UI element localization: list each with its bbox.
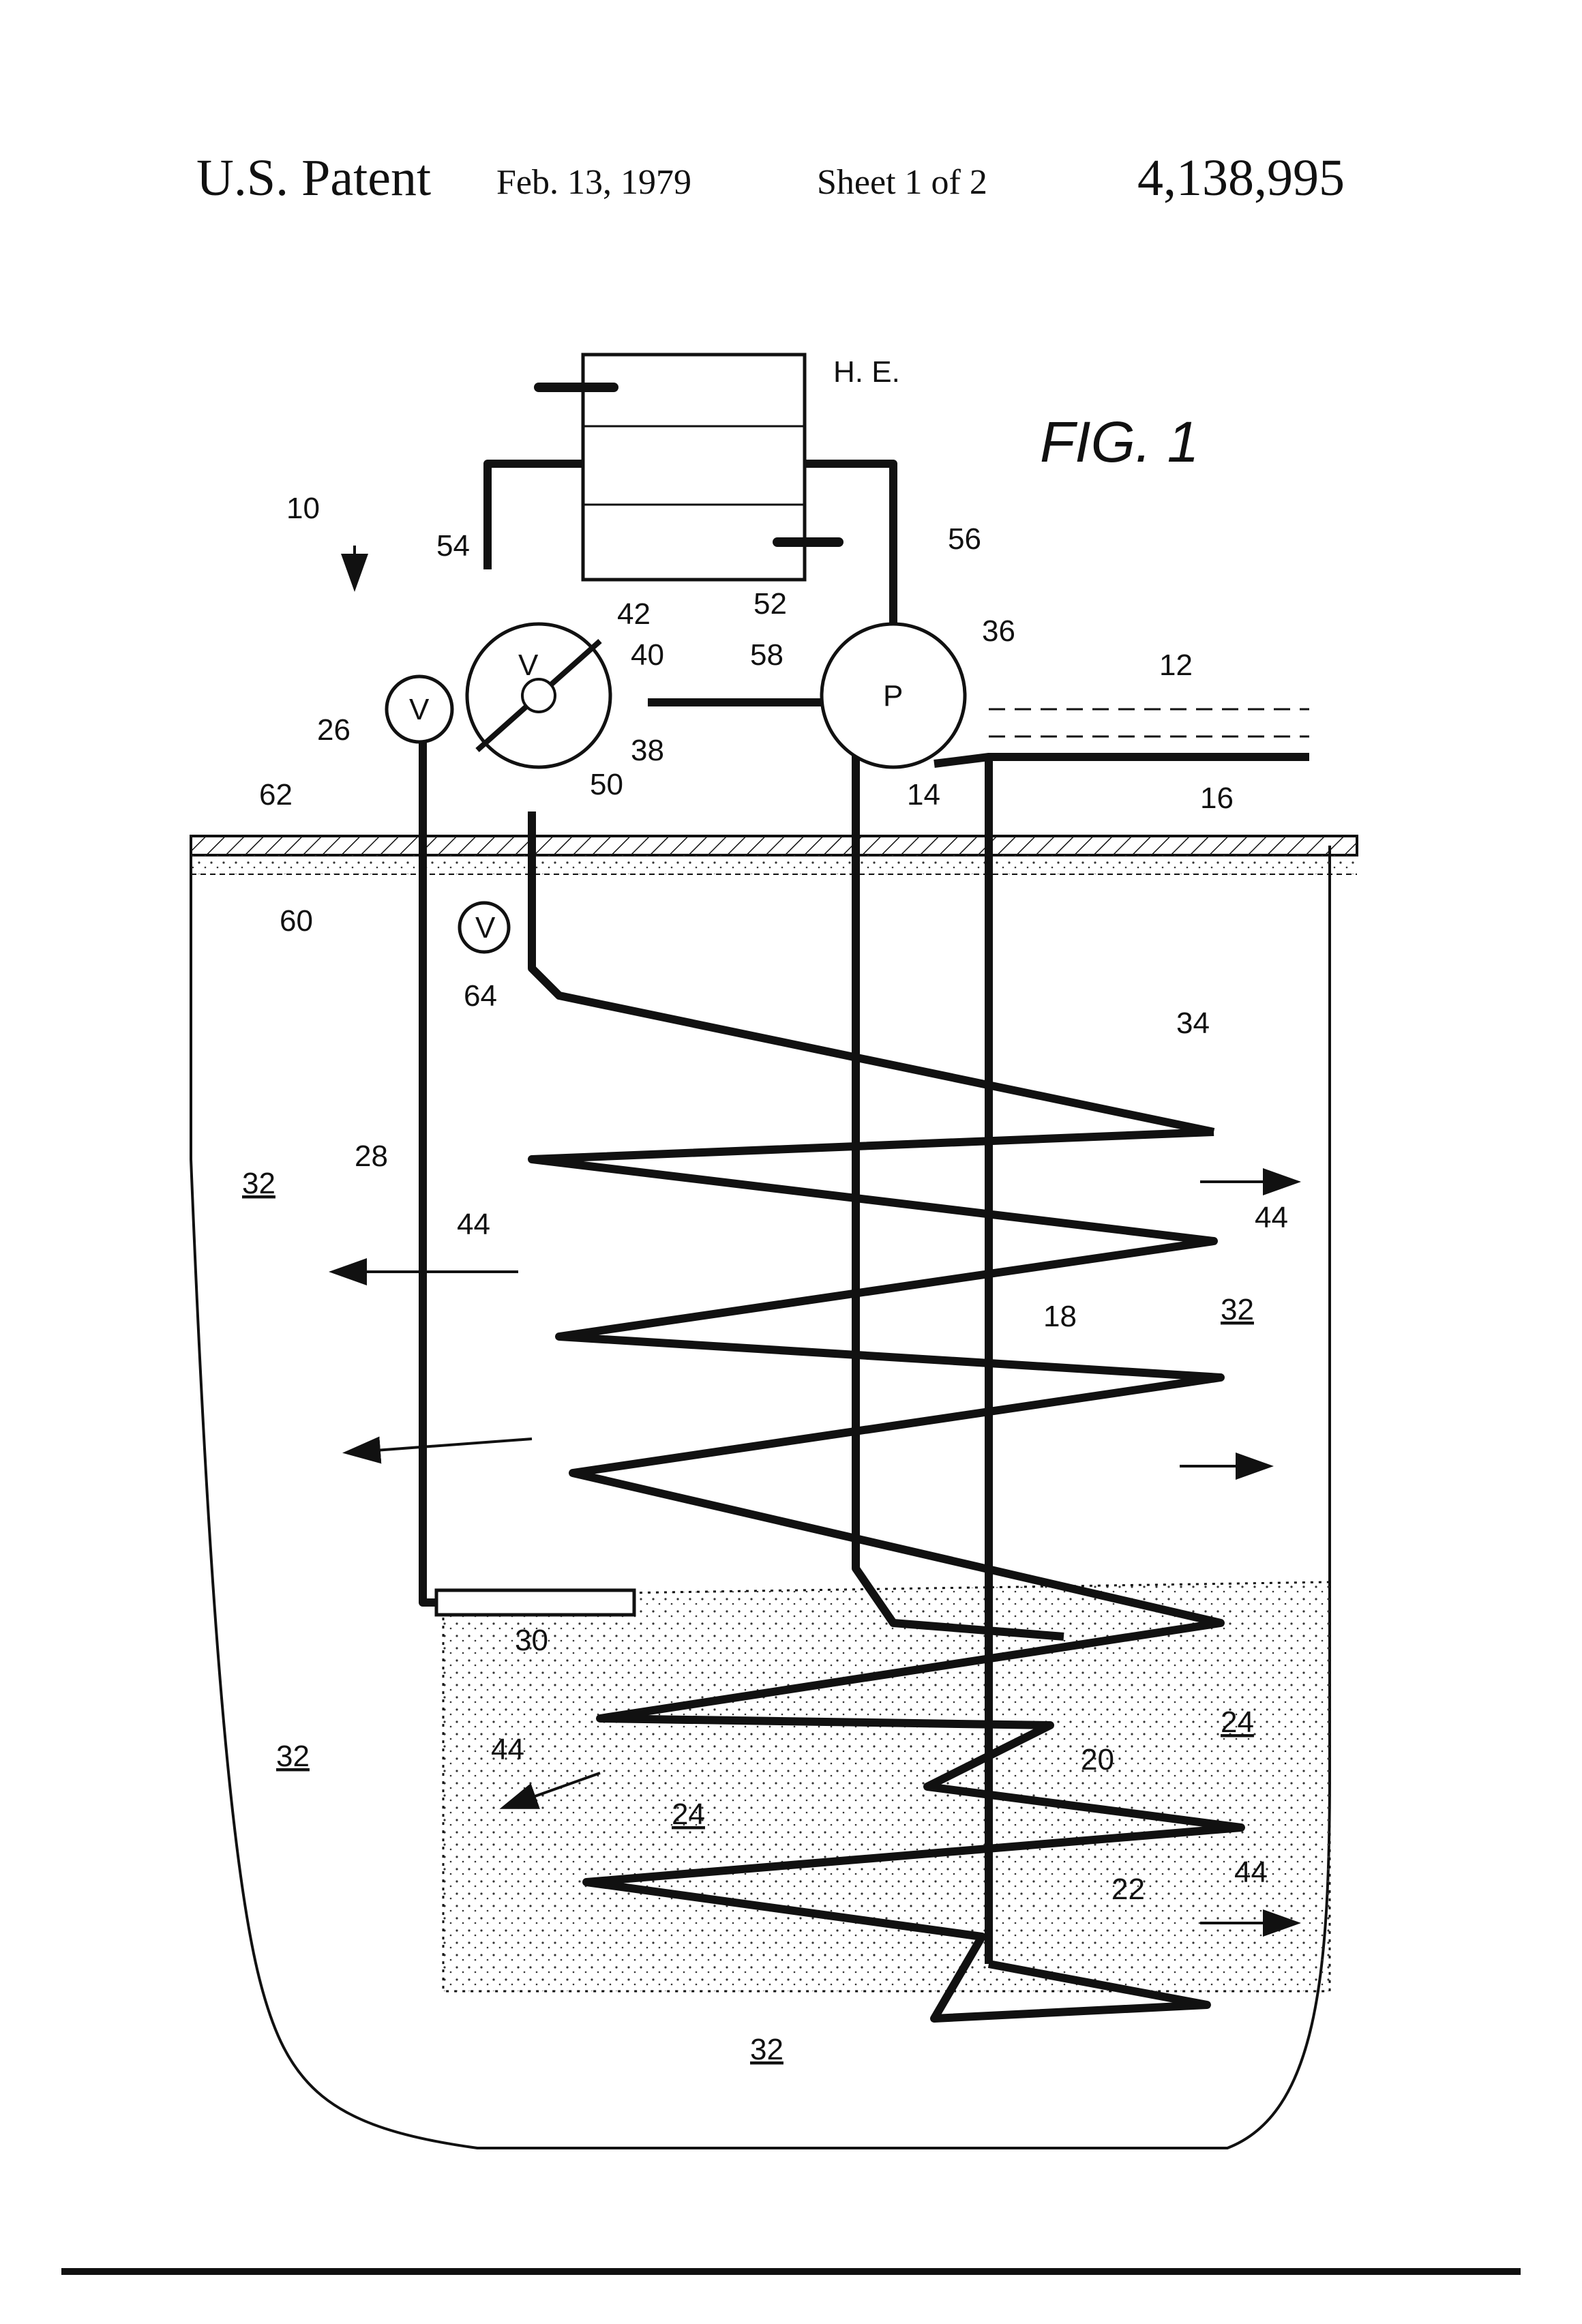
heat-exchanger	[539, 355, 839, 580]
ref-32-upper-left: 32	[242, 1167, 275, 1200]
ref-44-lower-left: 44	[491, 1733, 524, 1766]
surface-pond-12	[989, 709, 1309, 736]
ref-44-right: 44	[1255, 1201, 1288, 1234]
ref-62: 62	[259, 778, 293, 811]
ref-20: 20	[1081, 1743, 1114, 1776]
ref-44-upper: 44	[457, 1208, 490, 1241]
ref-36: 36	[982, 614, 1015, 648]
ref-14: 14	[907, 778, 940, 811]
ref-32-bottom: 32	[750, 2033, 783, 2066]
ref-34: 34	[1176, 1007, 1210, 1040]
label-valve-64: V	[475, 911, 496, 944]
ref-18: 18	[1043, 1300, 1077, 1333]
ref-54: 54	[436, 529, 470, 563]
ref-16: 16	[1200, 781, 1234, 815]
ref-42: 42	[617, 597, 651, 631]
bottom-rule	[61, 2268, 1521, 2275]
surface-layer	[191, 836, 1357, 874]
ref-32-right: 32	[1221, 1293, 1254, 1326]
ref-50: 50	[590, 768, 623, 801]
perforated-pipe-30	[436, 1590, 634, 1615]
ref-44-lower-right: 44	[1234, 1856, 1268, 1889]
ref-12: 12	[1159, 649, 1193, 682]
rotary-valve-38	[467, 624, 610, 767]
ref-24-left: 24	[672, 1798, 705, 1831]
ref-60: 60	[280, 904, 313, 938]
ref-22: 22	[1111, 1873, 1145, 1906]
ref-64: 64	[464, 979, 497, 1013]
label-pump: P	[883, 679, 903, 713]
ref-30: 30	[515, 1624, 548, 1657]
label-valve-38: V	[518, 649, 539, 682]
ref-32-lower-left: 32	[276, 1740, 310, 1773]
ref-28: 28	[355, 1139, 388, 1173]
ref-40: 40	[631, 638, 664, 672]
ref-24-right: 24	[1221, 1705, 1254, 1739]
ref-58: 58	[750, 638, 783, 672]
ref-52: 52	[753, 587, 787, 621]
label-he: H. E.	[833, 355, 900, 389]
aquifer-zone	[443, 1582, 1330, 1991]
ref-10: 10	[286, 492, 320, 525]
label-valve-26: V	[409, 693, 430, 726]
ref-26: 26	[317, 713, 350, 747]
ref-56: 56	[948, 522, 981, 556]
ref-38: 38	[631, 734, 664, 767]
